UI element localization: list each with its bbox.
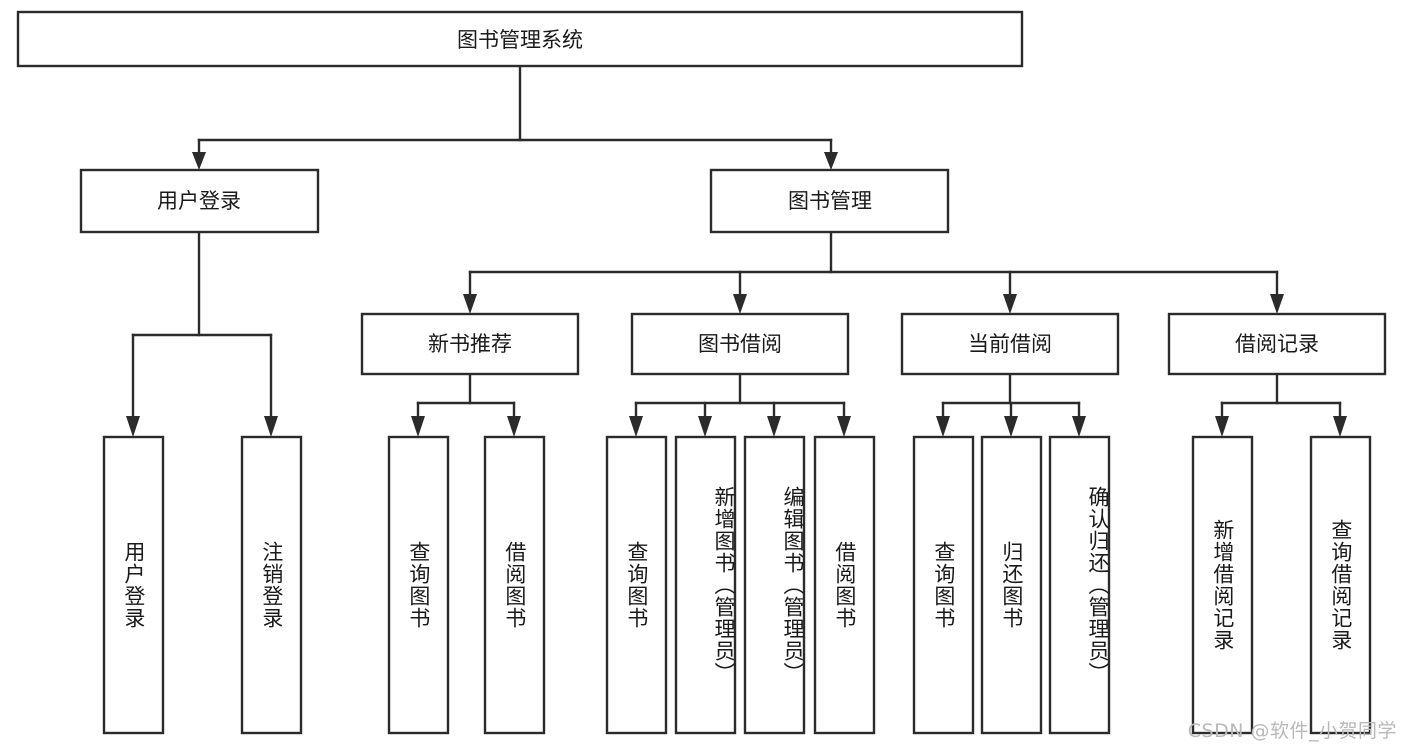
- node-leaf-borrow-book-1-box[interactable]: [483, 435, 546, 735]
- arrow-to-leaf-confirm-return: [1072, 416, 1086, 437]
- arrow-to-book-borrow: [733, 294, 747, 314]
- node-leaf-return-book-box[interactable]: [980, 435, 1043, 735]
- node-borrow-record-box[interactable]: [1167, 312, 1387, 376]
- arrow-to-leaf-query-record: [1333, 416, 1347, 437]
- node-user-login-box[interactable]: [79, 168, 320, 234]
- arrow-to-new-book-rec: [463, 294, 477, 314]
- arrow-to-leaf-query-book-1: [411, 416, 425, 437]
- node-user-login-label: 用户登录: [157, 189, 241, 213]
- arrow-to-user-login: [192, 152, 206, 170]
- node-new-book-rec-label: 新书推荐: [428, 332, 512, 356]
- node-book-manage-label: 图书管理: [788, 189, 872, 213]
- csdn-watermark: CSDN @软件_小贺同学: [1187, 720, 1397, 742]
- arrow-to-leaf-return-book: [1004, 416, 1018, 437]
- node-leaf-query-book-3-box[interactable]: [912, 435, 975, 735]
- arrow-to-book-manage: [824, 152, 838, 170]
- node-leaf-borrow-book-2-box[interactable]: [813, 435, 876, 735]
- arrow-to-leaf-edit-book: [767, 416, 781, 437]
- node-leaf-query-book-1-box[interactable]: [387, 435, 450, 735]
- arrow-to-leaf-add-book: [698, 416, 712, 437]
- node-leaf-query-record-box[interactable]: [1309, 435, 1372, 735]
- node-leaf-logout-box[interactable]: [240, 435, 303, 735]
- arrow-to-leaf-query-book-2: [629, 416, 643, 437]
- node-leaf-confirm-return-box[interactable]: [1048, 435, 1111, 735]
- node-current-borrow-box[interactable]: [900, 312, 1120, 376]
- arrow-to-leaf-borrow-book-1: [507, 416, 521, 437]
- node-leaf-query-book-2-box[interactable]: [605, 435, 668, 735]
- node-new-book-rec-box[interactable]: [360, 312, 580, 376]
- node-leaf-add-record-box[interactable]: [1191, 435, 1254, 735]
- arrow-to-leaf-query-book-3: [936, 416, 950, 437]
- node-leaf-add-book-box[interactable]: [674, 435, 737, 735]
- arrow-to-borrow-record: [1270, 294, 1284, 314]
- arrow-to-leaf-user-login: [126, 416, 140, 437]
- arrow-to-leaf-borrow-book-2: [837, 416, 851, 437]
- arrow-to-current-borrow: [1003, 294, 1017, 314]
- node-borrow-record-label: 借阅记录: [1235, 332, 1319, 356]
- arrow-to-leaf-logout: [264, 416, 278, 437]
- edges-group: [126, 64, 1347, 437]
- node-leaf-edit-book-box[interactable]: [743, 435, 806, 735]
- node-book-borrow-box[interactable]: [630, 312, 850, 376]
- node-book-borrow-label: 图书借阅: [698, 332, 782, 356]
- arrow-to-leaf-add-record: [1215, 416, 1229, 437]
- node-book-manage-box[interactable]: [709, 168, 950, 234]
- node-leaf-user-login-box[interactable]: [102, 435, 165, 735]
- node-root-box[interactable]: [16, 10, 1024, 68]
- node-root-label: 图书管理系统: [457, 28, 583, 52]
- nodes-group: 图书管理系统 用户登录 图书管理 新书推荐 图书借阅 当前借阅 借阅记录: [16, 10, 1387, 735]
- node-current-borrow-label: 当前借阅: [968, 332, 1052, 356]
